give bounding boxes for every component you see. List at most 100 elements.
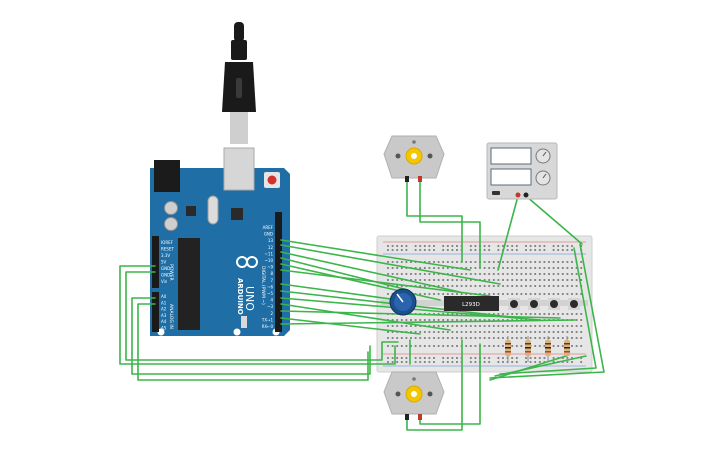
breadboard-hole[interactable] [525, 261, 527, 263]
wire[interactable] [499, 247, 597, 375]
breadboard-hole[interactable] [442, 245, 445, 247]
breadboard-hole[interactable] [492, 261, 495, 263]
breadboard-hole[interactable] [428, 331, 431, 333]
breadboard-hole[interactable] [400, 325, 403, 327]
breadboard-hole[interactable] [460, 279, 463, 281]
breadboard-hole[interactable] [437, 279, 440, 281]
breadboard-hole[interactable] [552, 345, 555, 347]
breadboard-hole[interactable] [552, 273, 555, 275]
breadboard-hole[interactable] [483, 249, 486, 251]
breadboard-hole[interactable] [469, 337, 472, 339]
breadboard-hole[interactable] [474, 357, 477, 359]
breadboard-hole[interactable] [534, 325, 537, 327]
breadboard-hole[interactable] [387, 273, 389, 275]
breadboard-hole[interactable] [405, 345, 408, 347]
breadboard-hole[interactable] [543, 245, 546, 247]
breadboard-hole[interactable] [428, 361, 431, 363]
breadboard-hole[interactable] [488, 325, 491, 327]
breadboard-hole[interactable] [506, 273, 509, 275]
breadboard-hole[interactable] [433, 261, 435, 263]
breadboard-hole[interactable] [515, 249, 518, 251]
breadboard-hole[interactable] [575, 293, 578, 295]
breadboard-hole[interactable] [520, 313, 523, 315]
breadboard-hole[interactable] [488, 249, 491, 251]
breadboard-hole[interactable] [419, 267, 422, 269]
breadboard-hole[interactable] [515, 361, 518, 363]
breadboard-hole[interactable] [525, 285, 527, 287]
breadboard-hole[interactable] [580, 267, 583, 269]
resistor[interactable] [545, 336, 551, 362]
breadboard-hole[interactable] [469, 267, 472, 269]
breadboard-hole[interactable] [419, 249, 422, 251]
breadboard-hole[interactable] [552, 261, 555, 263]
potentiometer[interactable] [389, 288, 417, 316]
wire[interactable] [406, 339, 463, 431]
breadboard-hole[interactable] [442, 319, 445, 321]
breadboard-hole[interactable] [400, 319, 403, 321]
breadboard-hole[interactable] [548, 325, 550, 327]
breadboard-hole[interactable] [456, 319, 458, 321]
breadboard-hole[interactable] [465, 293, 468, 295]
breadboard-hole[interactable] [423, 261, 426, 263]
breadboard-hole[interactable] [580, 279, 583, 281]
breadboard-hole[interactable] [488, 285, 491, 287]
breadboard-hole[interactable] [557, 337, 560, 339]
breadboard-hole[interactable] [410, 273, 412, 275]
breadboard-hole[interactable] [502, 261, 504, 263]
breadboard-hole[interactable] [497, 331, 500, 333]
breadboard-hole[interactable] [474, 273, 477, 275]
breadboard-hole[interactable] [451, 325, 454, 327]
breadboard-hole[interactable] [479, 319, 481, 321]
motor-terminal-black[interactable] [405, 176, 409, 182]
breadboard-hole[interactable] [534, 313, 537, 315]
breadboard-hole[interactable] [405, 273, 408, 275]
breadboard-hole[interactable] [437, 267, 440, 269]
breadboard-hole[interactable] [437, 345, 440, 347]
terminal-red[interactable] [515, 192, 521, 198]
breadboard-hole[interactable] [456, 249, 458, 251]
breadboard-hole[interactable] [561, 337, 564, 339]
breadboard-hole[interactable] [451, 361, 454, 363]
breadboard-hole[interactable] [414, 249, 417, 251]
breadboard-hole[interactable] [502, 267, 504, 269]
breadboard-hole[interactable] [391, 325, 394, 327]
breadboard-hole[interactable] [433, 313, 435, 315]
wire[interactable] [280, 244, 501, 285]
breadboard-hole[interactable] [465, 325, 468, 327]
breadboard-hole[interactable] [571, 357, 573, 359]
breadboard-hole[interactable] [492, 285, 495, 287]
breadboard-hole[interactable] [474, 325, 477, 327]
breadboard-hole[interactable] [469, 285, 472, 287]
breadboard-hole[interactable] [566, 267, 569, 269]
breadboard-hole[interactable] [534, 345, 537, 347]
breadboard-hole[interactable] [515, 345, 518, 347]
wire[interactable] [406, 180, 463, 263]
breadboard-hole[interactable] [538, 325, 541, 327]
breadboard-hole[interactable] [488, 261, 491, 263]
pushbutton[interactable] [548, 298, 560, 310]
breadboard-hole[interactable] [525, 331, 527, 333]
breadboard-hole[interactable] [391, 331, 394, 333]
breadboard-hole[interactable] [543, 345, 546, 347]
breadboard-hole[interactable] [557, 345, 560, 347]
breadboard-hole[interactable] [456, 331, 458, 333]
breadboard-hole[interactable] [423, 293, 426, 295]
breadboard-hole[interactable] [571, 345, 573, 347]
breadboard-hole[interactable] [442, 345, 445, 347]
breadboard-hole[interactable] [442, 331, 445, 333]
breadboard-hole[interactable] [502, 345, 504, 347]
breadboard-hole[interactable] [492, 319, 495, 321]
breadboard-hole[interactable] [511, 279, 514, 281]
breadboard-hole[interactable] [391, 319, 394, 321]
arduino-uno-board[interactable]: ARDUINO UNO DIGITAL (PWM ~) POWER ANALOG… [150, 147, 290, 336]
breadboard-hole[interactable] [451, 273, 454, 275]
breadboard-hole[interactable] [538, 245, 541, 247]
breadboard-hole[interactable] [400, 361, 403, 363]
breadboard-hole[interactable] [387, 249, 389, 251]
breadboard-hole[interactable] [410, 345, 412, 347]
breadboard-hole[interactable] [396, 285, 399, 287]
breadboard-hole[interactable] [488, 331, 491, 333]
breadboard-hole[interactable] [552, 293, 555, 295]
breadboard-hole[interactable] [538, 279, 541, 281]
breadboard-hole[interactable] [548, 273, 550, 275]
